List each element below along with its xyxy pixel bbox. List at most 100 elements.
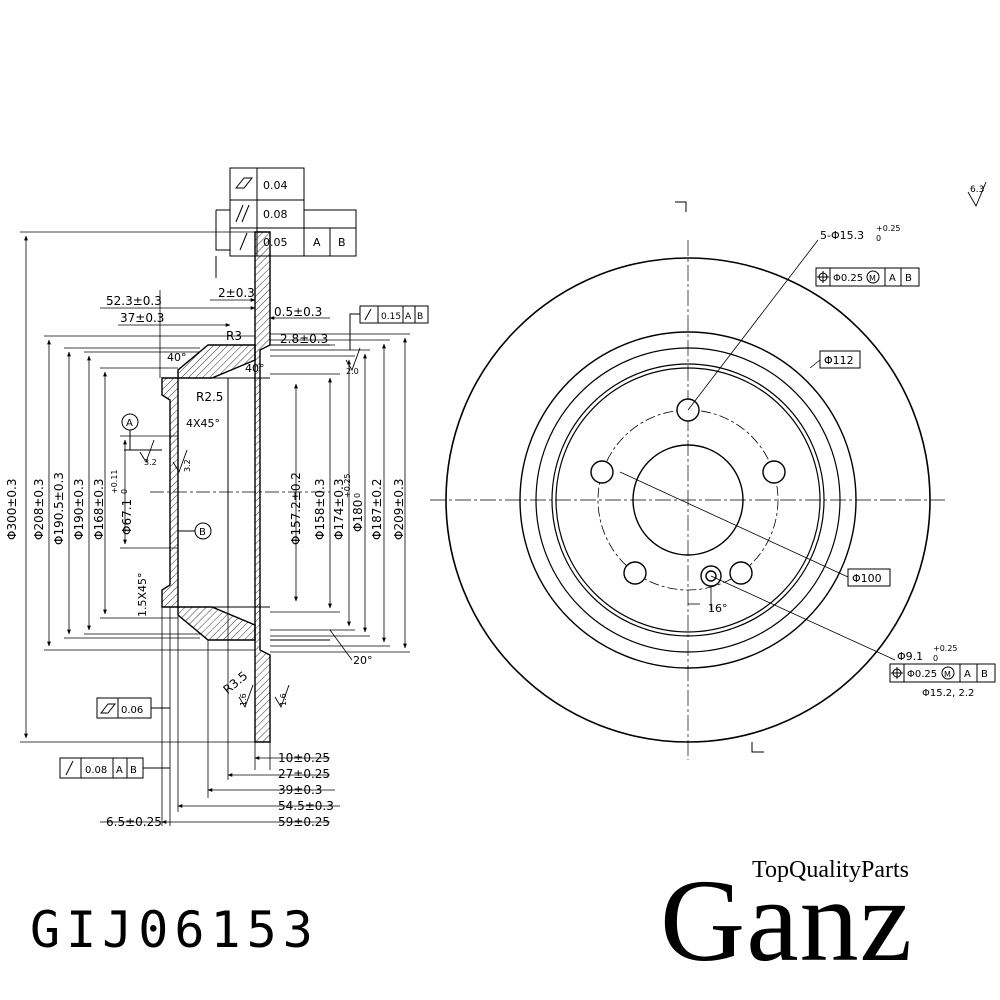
gdt-runout-datum-a: A [313, 236, 321, 249]
bolt-position-datum-b: B [905, 273, 912, 284]
dim-0-5: 0.5±0.3 [274, 305, 322, 319]
pcd-label: Φ100 [852, 572, 882, 585]
roughness-symbols [139, 181, 987, 709]
bolt-position-value: Φ0.25 [833, 273, 863, 284]
dim-52-3: 52.3±0.3 [106, 294, 162, 308]
roughness-a: 3.2 [144, 458, 157, 467]
roughness-d: 1.6 [239, 693, 248, 706]
chamfer-4x45: 4X45° [186, 417, 220, 430]
dia-67-1: Φ67.1 [120, 499, 134, 535]
front-centerlines [430, 240, 945, 760]
angle-16: 16° [708, 602, 728, 615]
disc-section [161, 231, 330, 743]
bolt-hole [623, 561, 647, 585]
gdt-runout-mid-datum-b: B [417, 312, 423, 322]
bolt-holes [590, 398, 786, 585]
gdt-runout-mid-value: 0.15 [381, 312, 401, 322]
dims-top-lines [100, 290, 335, 378]
small-position-mmc: M [944, 670, 951, 679]
dim-2-8: 2.8±0.3 [280, 332, 328, 346]
dia-180-tol-upper: +0.25 [343, 473, 352, 498]
datum-b-marker [178, 522, 212, 540]
gdt-runout-bottom-value: 0.08 [85, 765, 107, 776]
part-number: GIJ06153 [30, 901, 319, 959]
small-hole-tol-lower: 0 [933, 654, 938, 663]
bolt-holes-tol-upper: +0.25 [876, 224, 901, 233]
gdt-runout-datum-b: B [338, 236, 346, 249]
radius-r2-5: R2.5 [196, 390, 223, 404]
angle-20-leader [329, 629, 353, 661]
dia-67-1-tol-lower: 0 [120, 489, 129, 494]
small-hole-tol-upper: +0.25 [933, 644, 958, 653]
dim-2: 2±0.3 [218, 286, 255, 300]
dia-180-tol-lower: 0 [353, 493, 362, 498]
dia-190-5: Φ190.5±0.3 [52, 472, 66, 545]
radius-r3: R3 [226, 329, 242, 343]
gdt-runout-mid-frame [349, 305, 429, 350]
pcd-outer-label: Φ112 [824, 354, 854, 367]
gdt-runout-mid-datum-a: A [405, 312, 412, 322]
roughness-e: 1.6 [279, 693, 288, 706]
bolt-hole [590, 460, 614, 484]
dia-157-2: Φ157.2±0.2 [289, 472, 303, 545]
bolt-position-datum-a: A [889, 273, 896, 284]
datum-b-label: B [199, 527, 206, 538]
roughness-c: 2.0 [346, 367, 359, 376]
gdt-parallel-value: 0.08 [263, 208, 288, 221]
small-position-datum-b: B [981, 669, 988, 680]
dia-67-1-tol-upper: +0.11 [110, 469, 119, 494]
dia-300: Φ300±0.3 [5, 479, 19, 541]
roughness-b: 3.2 [183, 459, 192, 472]
dim-54-5: 54.5±0.3 [278, 799, 334, 813]
small-hole-label: Φ9.1 [897, 650, 923, 663]
dim-59: 59±0.25 [278, 815, 330, 829]
dia-209: Φ209±0.3 [392, 479, 406, 541]
bolt-holes-label: 5-Φ15.3 [820, 229, 864, 242]
dim-10: 10±0.25 [278, 751, 330, 765]
bolt-position-frame [815, 267, 920, 287]
dims-bottom-lines [100, 607, 340, 826]
gdt-flatness-bottom-frame [96, 697, 170, 719]
chamfer-1-5x45: 1.5X45° [136, 572, 149, 617]
datum-a-label: A [126, 418, 133, 429]
angle-20: 20° [353, 654, 373, 667]
small-position-value: Φ0.25 [907, 669, 937, 680]
gdt-runout-frame [215, 209, 357, 278]
dia-158: Φ158±0.3 [313, 479, 327, 541]
small-position-datum-a: A [964, 669, 971, 680]
gdt-runout-bottom-datum-b: B [130, 765, 137, 776]
dia-190: Φ190±0.3 [72, 479, 86, 541]
roughness-front: 6.3 [970, 185, 984, 195]
dim-27: 27±0.25 [278, 767, 330, 781]
dim-6-5: 6.5±0.25 [106, 815, 162, 829]
pcd-outer-frame [819, 350, 861, 369]
angle-40-right: 40° [245, 362, 265, 375]
brand-logo: Ganz [660, 855, 913, 986]
brand-tagline: TopQualityParts [752, 857, 909, 883]
pcd-frame [847, 568, 891, 587]
diameter-dims-left [20, 231, 255, 743]
gdt-runout-bottom-datum-a: A [116, 765, 123, 776]
dia-180: Φ180 [351, 500, 365, 532]
dia-174: Φ174±0.3 [332, 479, 346, 541]
bolt-holes-tol-lower: 0 [876, 234, 881, 243]
dia-168: Φ168±0.3 [92, 479, 106, 541]
small-position-frame [889, 663, 996, 683]
gdt-runout-bottom-frame [59, 757, 170, 779]
dia-187: Φ187±0.2 [370, 479, 384, 541]
dim-39: 39±0.3 [278, 783, 322, 797]
small-counterbore-label: Φ15.2, 2.2 [922, 688, 974, 699]
front-leaders [619, 239, 896, 661]
radius-r3-5: R3.5 [220, 669, 250, 697]
bolt-hole [762, 460, 786, 484]
datum-a-marker [121, 413, 162, 451]
dim-37: 37±0.3 [120, 311, 164, 325]
bolt-position-mmc: M [869, 274, 876, 283]
gdt-flatness-bottom-value: 0.06 [121, 705, 143, 716]
front-corner-ticks [675, 201, 764, 753]
gdt-flatness-value: 0.04 [263, 179, 288, 192]
angle-40-left: 40° [167, 351, 187, 364]
diameter-dims-right [270, 333, 410, 653]
dia-208: Φ208±0.3 [32, 479, 46, 541]
